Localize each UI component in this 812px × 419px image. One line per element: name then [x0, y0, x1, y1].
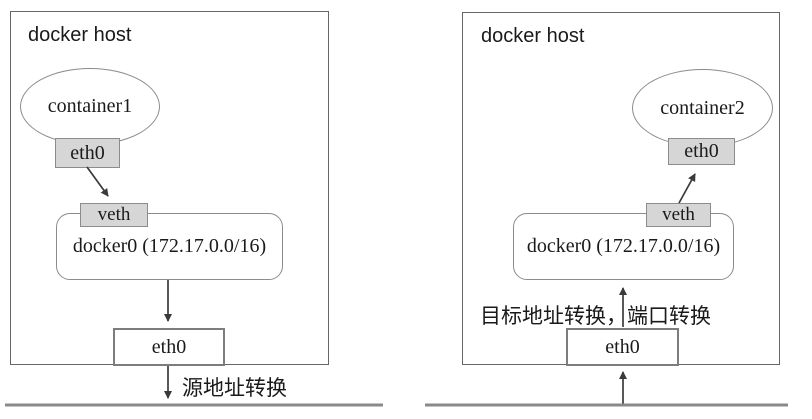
- left-container-label: container1: [47, 95, 133, 117]
- snat-label: 源地址转换: [182, 376, 287, 400]
- right-docker0-bridge-label: docker0 (172.17.0.0/16): [526, 235, 721, 257]
- right-container-label: container2: [660, 96, 745, 119]
- right-docker-host-title: docker host: [481, 25, 585, 47]
- right-veth-box: veth: [646, 203, 711, 227]
- left-docker0-bridge-label: docker0 (172.17.0.0/16): [72, 235, 267, 257]
- left-container-eth0-label: eth0: [70, 141, 105, 164]
- right-docker0-bridge-box: docker0 (172.17.0.0/16): [513, 213, 734, 280]
- right-container-eth0-box: eth0: [668, 138, 735, 165]
- left-veth-box: veth: [80, 203, 148, 227]
- left-docker-host-title: docker host: [28, 24, 132, 46]
- left-docker0-bridge-box: docker0 (172.17.0.0/16): [56, 213, 283, 280]
- right-container-ellipse: container2: [632, 69, 773, 147]
- left-container-ellipse: container1: [20, 68, 160, 145]
- left-host-eth0-label: eth0: [151, 335, 187, 358]
- right-host-eth0-box: eth0: [566, 328, 679, 366]
- left-container-eth0-box: eth0: [55, 138, 120, 168]
- left-docker-host-box: [10, 11, 329, 365]
- left-host-eth0-box: eth0: [113, 328, 225, 366]
- right-veth-label: veth: [662, 204, 695, 225]
- right-host-eth0-label: eth0: [605, 335, 640, 358]
- right-container-eth0-label: eth0: [684, 140, 719, 162]
- left-veth-label: veth: [97, 204, 131, 225]
- dnat-label: 目标地址转换，端口转换: [480, 304, 711, 328]
